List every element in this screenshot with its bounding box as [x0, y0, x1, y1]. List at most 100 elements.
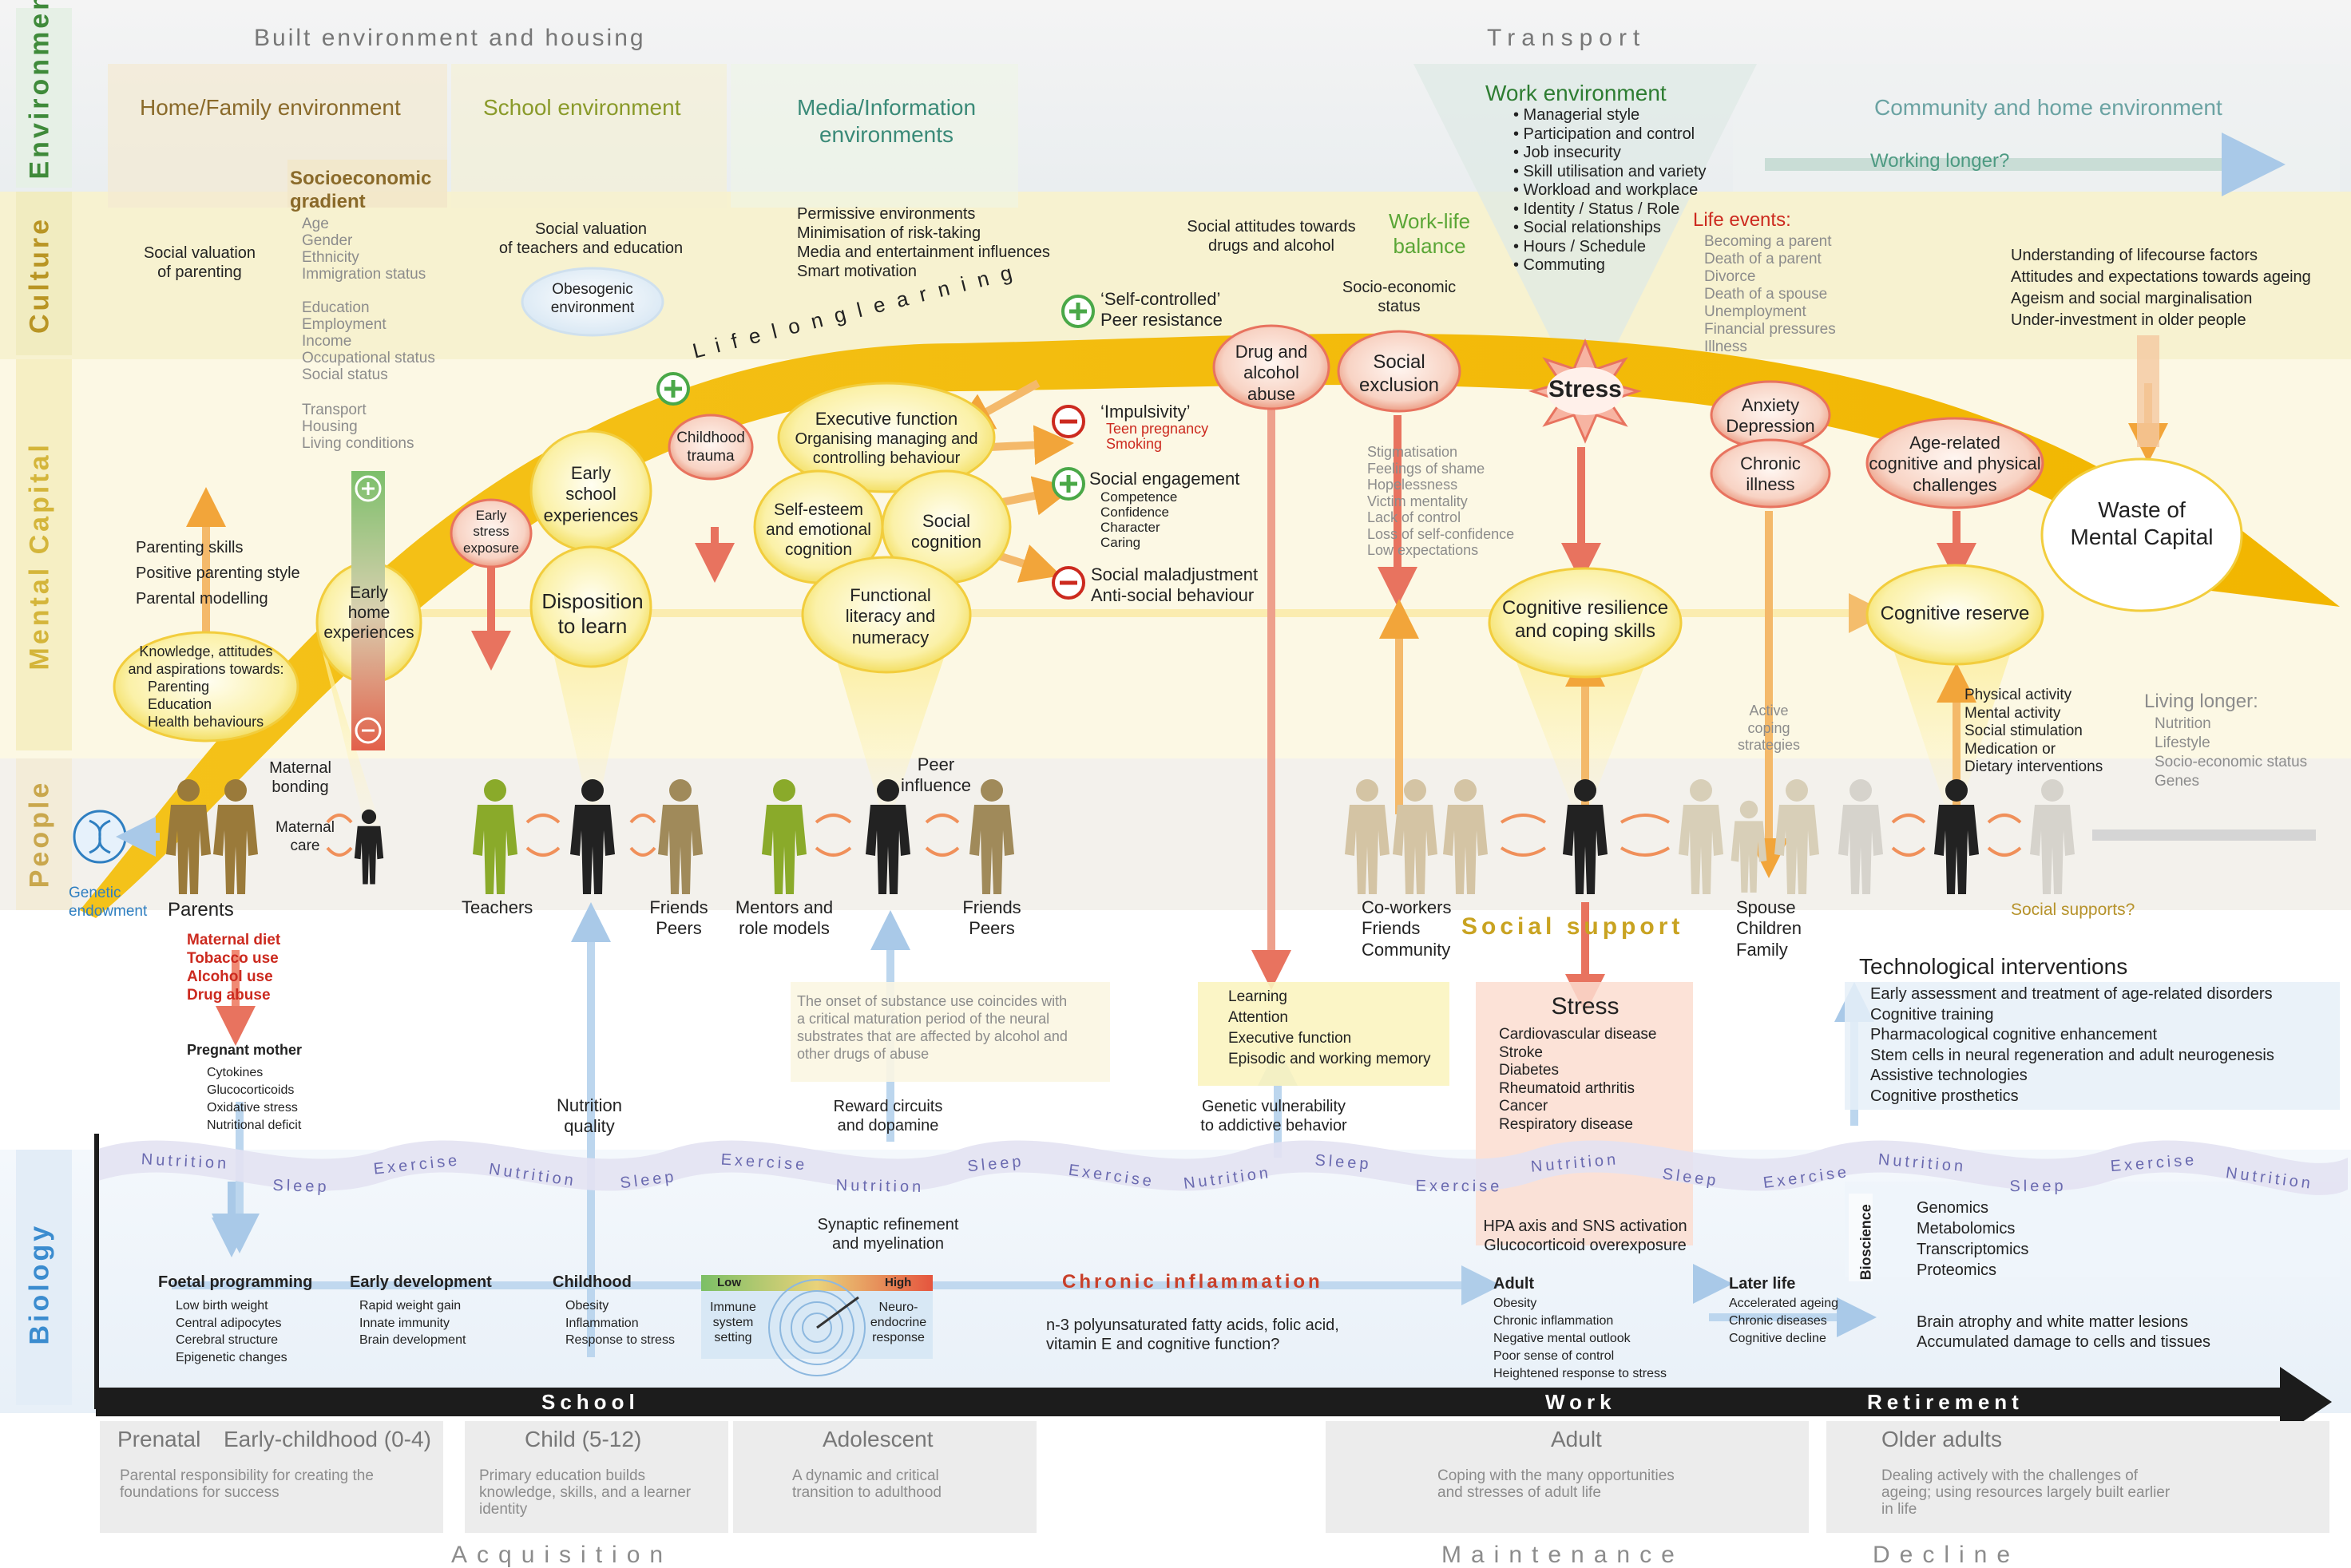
onset-text-item: a critical maturation period of the neur… — [797, 1011, 1050, 1027]
person-figure — [969, 779, 1014, 894]
person-figure — [1838, 779, 1883, 894]
stage-maintenance: Maintenance — [1441, 1542, 1684, 1568]
work-items-item: • Workload and workplace — [1513, 181, 1699, 199]
person-figure — [1393, 779, 1437, 894]
stress-box-item: Cardiovascular disease — [1499, 1026, 1657, 1043]
pregnant-mother-title: Pregnant mother — [187, 1042, 303, 1058]
onset-text-item: The onset of substance use coincides wit… — [797, 993, 1068, 1009]
stigma-item: Stigmatisation — [1367, 444, 1458, 460]
learning-box-item: Attention — [1228, 1009, 1288, 1026]
grad1-item: Ethnicity — [302, 249, 359, 266]
foetal-programming-title: Foetal programming — [158, 1273, 313, 1291]
tech-items-item: Cognitive training — [1870, 1005, 1994, 1024]
home-family-environment: Home/Family environment — [140, 95, 401, 120]
work-environment-title: Work environment — [1485, 81, 1667, 105]
adult-items-item: Chronic inflammation — [1493, 1314, 1614, 1328]
foetal-items-item: Cerebral structure — [176, 1333, 279, 1347]
life-events-title: Life events: — [1693, 209, 1791, 231]
grad3-item: Transport — [302, 402, 367, 418]
omics-item: Transcriptomics — [1917, 1241, 2029, 1258]
permissive-item: Permissive environments — [797, 205, 976, 223]
person-figure — [354, 809, 384, 885]
work-items-item: • Hours / Schedule — [1513, 237, 1646, 255]
phase-adolescent: Adolescent — [823, 1427, 934, 1451]
foetal-items-item: Low birth weight — [176, 1299, 268, 1313]
maternal-risks-item: Maternal diet — [187, 932, 281, 948]
pregnant-items-item: Nutritional deficit — [207, 1119, 302, 1132]
adult-items-item: Obesity — [1493, 1297, 1537, 1310]
work-environment-list: • Managerial style• Participation and co… — [1513, 106, 1707, 275]
pregnant-items-item: Oxidative stress — [207, 1101, 298, 1115]
band-label-people: People — [24, 779, 55, 889]
pregnant-items-item: Glucocorticoids — [207, 1083, 295, 1097]
stage-decline: Decline — [1873, 1542, 2020, 1568]
early-dev-items-item: Brain development — [359, 1333, 466, 1347]
childhood-title: Childhood — [553, 1273, 632, 1291]
built-environment-label: Built environment and housing — [254, 25, 646, 51]
life-events-item: Illness — [1704, 339, 1747, 355]
work-items-item: • Participation and control — [1513, 125, 1695, 143]
interaction-arrow — [1620, 814, 1671, 857]
adult-biology-title: Adult — [1493, 1275, 1535, 1293]
tech-items-item: Stem cells in neural regeneration and ad… — [1870, 1046, 2274, 1064]
technological-interventions-list: Early assessment and treatment of age-re… — [1870, 984, 2274, 1107]
school-environment: School environment — [483, 95, 681, 120]
person-figure — [658, 779, 703, 894]
interaction-arrow — [1987, 814, 2022, 857]
grad2-item: Income — [302, 333, 352, 350]
life-events-item: Death of a parent — [1704, 251, 1822, 267]
knowledge-items-item: Parenting — [148, 679, 210, 695]
life-events-item: Death of a spouse — [1704, 286, 1828, 303]
timeline-work: Work — [1545, 1390, 1616, 1414]
person-figure — [2030, 779, 2075, 894]
timeline-retirement: Retirement — [1867, 1390, 2024, 1414]
stigma-item: Loss of self-confidence — [1367, 525, 1515, 542]
person-figure — [1731, 800, 1767, 893]
life-events-item: Unemployment — [1704, 303, 1806, 320]
smoking-label: Smoking — [1106, 436, 1163, 452]
later-items-item: Cognitive decline — [1729, 1332, 1826, 1345]
adult-items-item: Heightened response to stress — [1493, 1367, 1667, 1380]
interaction-arrow — [1891, 814, 1926, 857]
grad3-item: Housing — [302, 418, 358, 435]
permissive-item: Media and entertainment influences — [797, 244, 1050, 261]
wave-word: Exercise — [1415, 1177, 1503, 1196]
interaction-arrow — [815, 814, 852, 857]
tech-items-item: Cognitive prosthetics — [1870, 1087, 2019, 1105]
life-events-item: Financial pressures — [1704, 321, 1836, 338]
parenting-skills-item: Positive parenting style — [136, 564, 300, 582]
learning-box-item: Episodic and working memory — [1228, 1051, 1431, 1067]
permissive-item: Minimisation of risk-taking — [797, 224, 981, 242]
teen-pregnancy-label: Teen pregnancy — [1106, 421, 1209, 437]
stigma-item: Low expectations — [1367, 542, 1479, 558]
stigma-item: Hopelessness — [1367, 477, 1458, 493]
maternal-risks-item: Tobacco use — [187, 950, 279, 967]
childhood-items-item: Response to stress — [565, 1333, 675, 1347]
